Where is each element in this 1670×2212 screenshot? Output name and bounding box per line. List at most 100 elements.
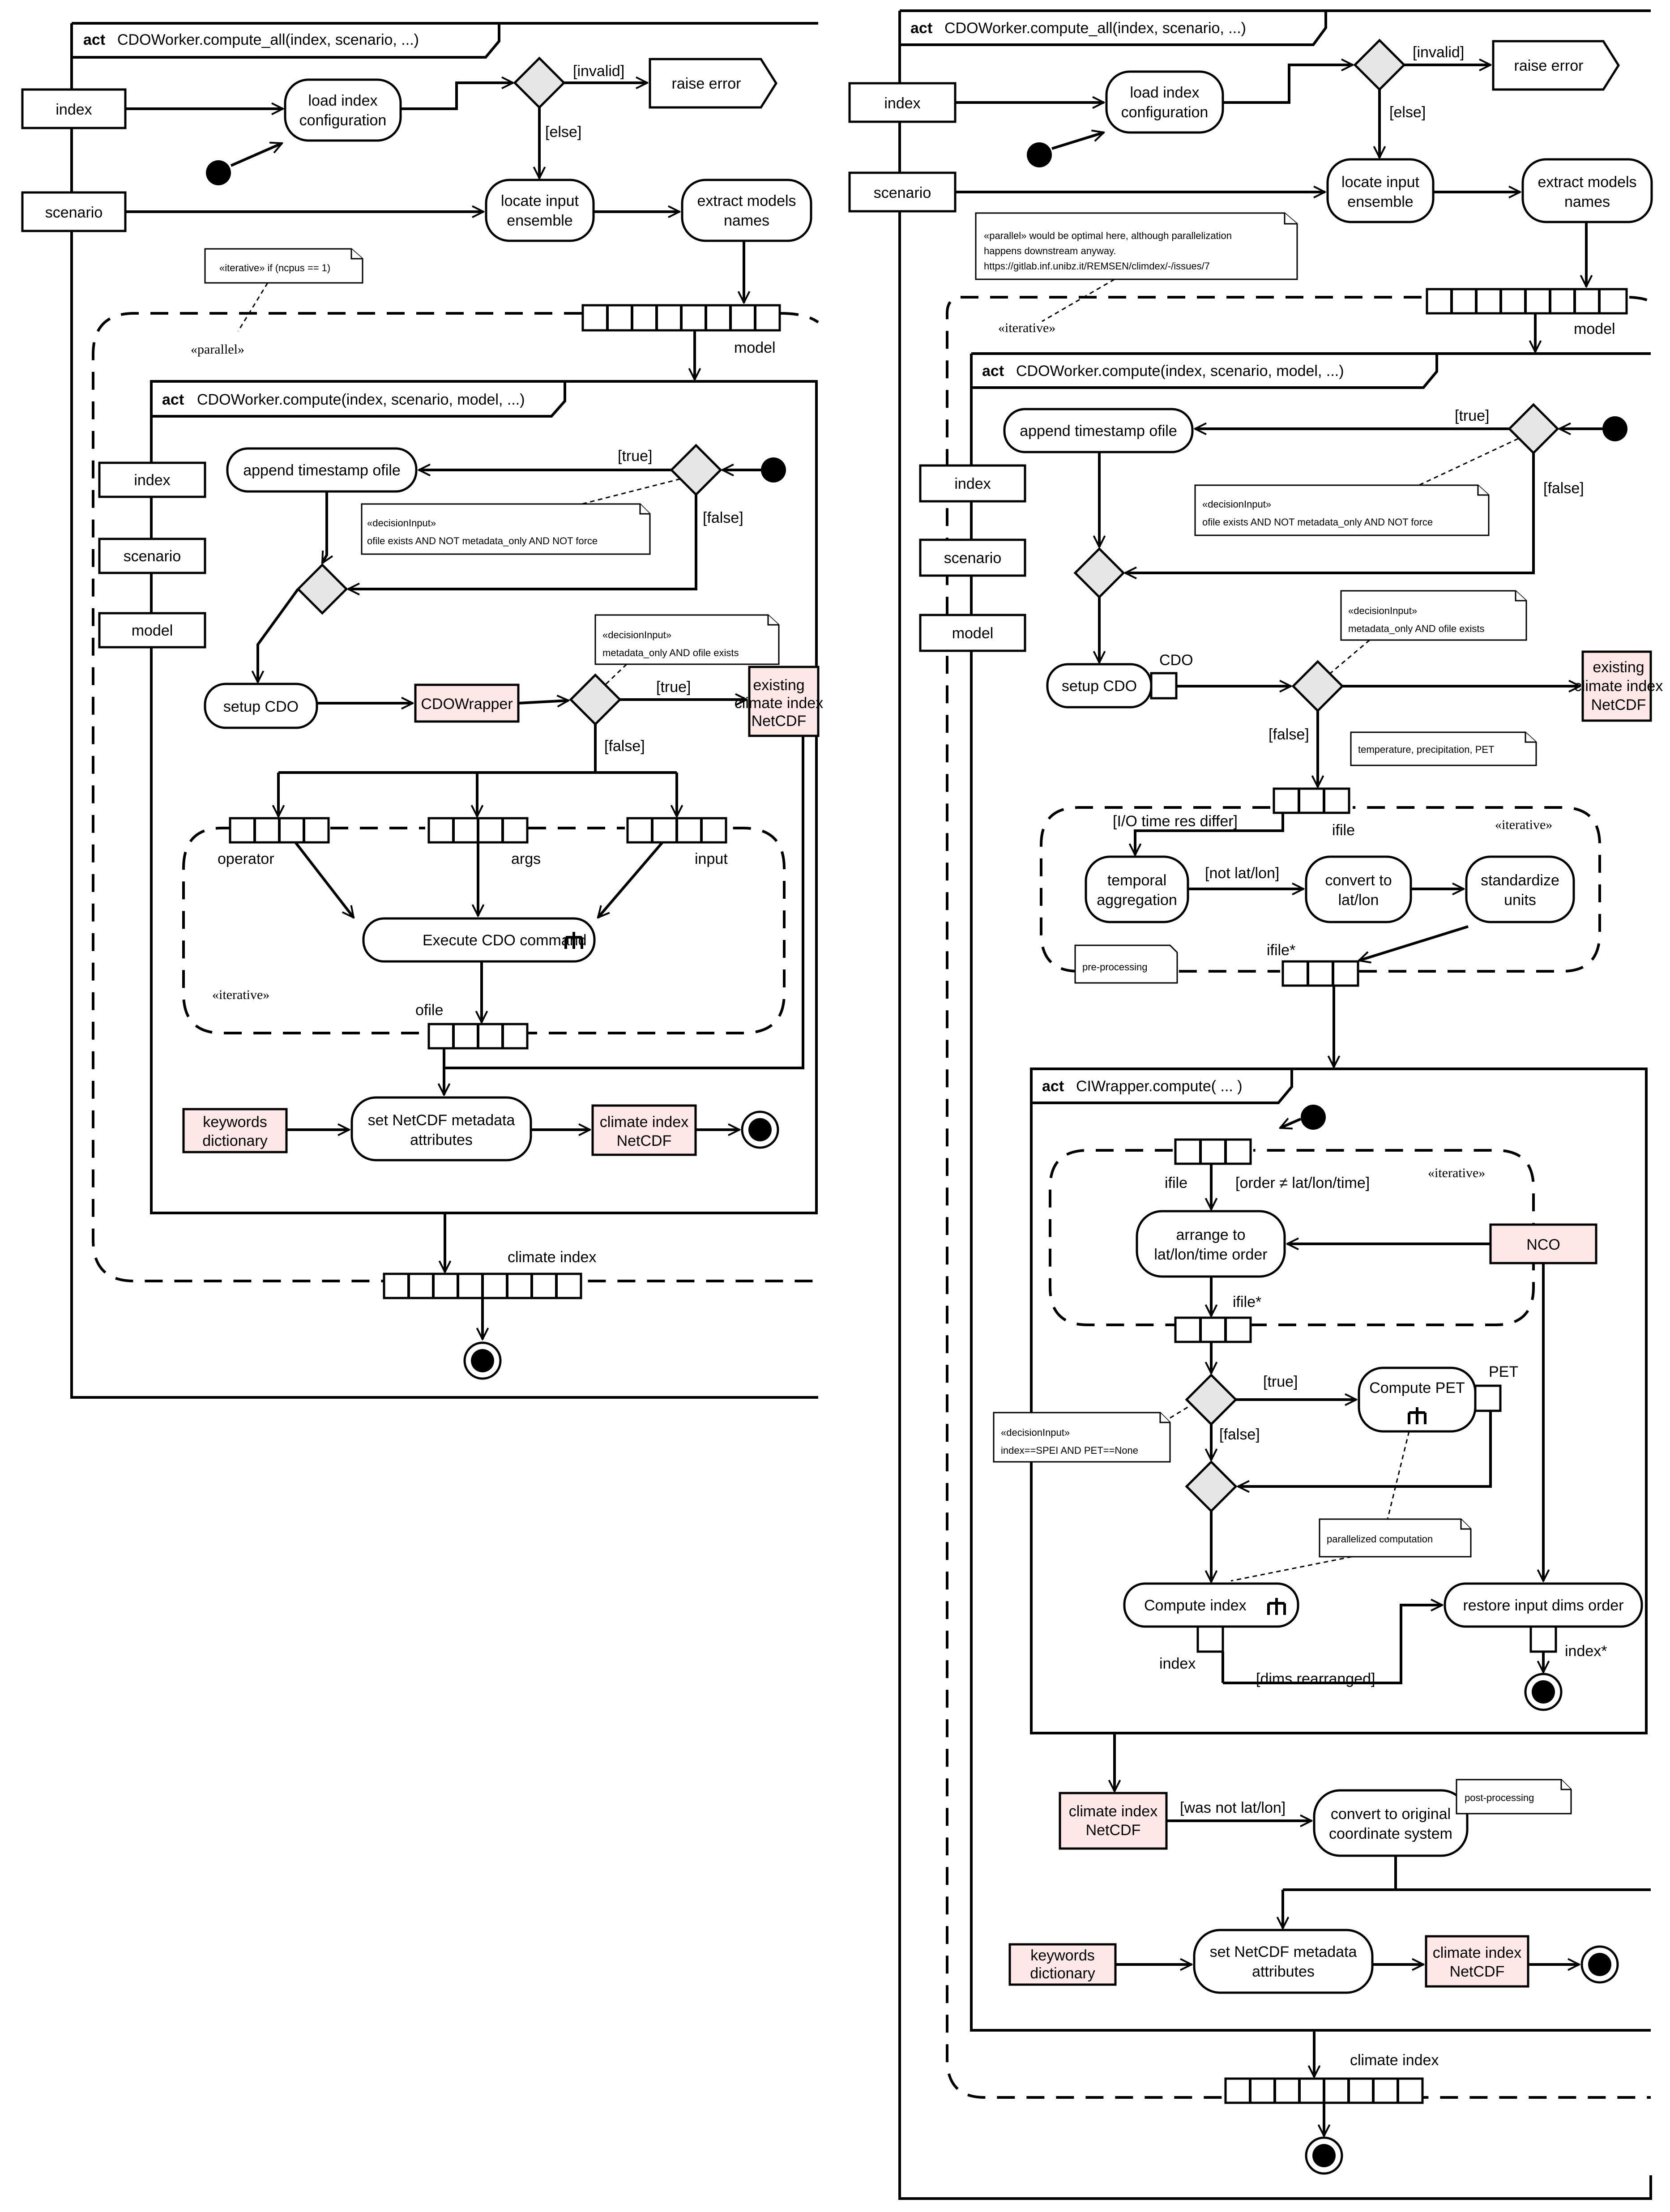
right-ifile-star-expansion [1281, 960, 1359, 987]
right-index-star-label: index* [1565, 1643, 1607, 1660]
right-temporal-aggregation[interactable] [1085, 855, 1189, 923]
left-extract-models[interactable] [681, 179, 812, 242]
left-climate-index-netcdf [591, 1104, 697, 1156]
left-setup-cdo[interactable] [204, 683, 318, 729]
left-parallel-region [92, 312, 818, 1282]
right-input-scenario-label: scenario [874, 184, 931, 201]
right-param-index [919, 464, 1026, 503]
left-cdowrapper [414, 683, 520, 723]
left-load-config[interactable] [284, 78, 402, 142]
left-expansion-models [581, 304, 781, 332]
left-decision-ofile-exists[interactable] [670, 444, 722, 496]
right-note-decision1 [1194, 484, 1490, 536]
right-append-timestamp-label: append timestamp ofile [1020, 423, 1177, 440]
right-input-index-label: index [884, 95, 920, 112]
right-convert-latlon-l1: convert to [1325, 872, 1392, 889]
right-ciwrapper-title: CIWrapper.compute( ... ) [1076, 1078, 1243, 1095]
left-setup-cdo-label: setup CDO [223, 698, 299, 715]
right-guard-true-1: [true] [1455, 407, 1489, 424]
right-nco [1489, 1223, 1597, 1264]
right-guard-io: [I/O time res differ] [1113, 813, 1238, 830]
left-locate-l1: locate input [501, 192, 579, 209]
right-decision-metadata-only[interactable] [1291, 660, 1344, 713]
right-iterative-region [946, 296, 1651, 2099]
left-decision-metadata-only[interactable] [569, 673, 622, 726]
right-note-decision2 [1340, 590, 1527, 641]
right-load-config[interactable] [1105, 70, 1224, 134]
right-set-metadata[interactable] [1193, 1929, 1374, 1994]
left-existing-l2: climate index [735, 695, 823, 712]
right-param-model-label: model [952, 625, 994, 642]
right-note-parallelized-text: parallelized computation [1327, 1533, 1433, 1545]
left-decision-valid[interactable] [513, 56, 566, 109]
right-decision-ofile-exists[interactable] [1508, 403, 1559, 455]
left-set-metadata-l1: set NetCDF metadata [368, 1112, 515, 1129]
left-frame-title: CDOWorker.compute_all(index, scenario, .… [117, 31, 419, 48]
left-param-model [98, 612, 206, 649]
right-convert-original-l2: coordinate system [1329, 1825, 1452, 1842]
left-outer-frame [70, 22, 818, 1399]
left-set-metadata[interactable] [350, 1096, 532, 1162]
left-note-decision2 [594, 614, 780, 665]
right-guard-false-1: [false] [1543, 480, 1584, 497]
right-convert-original[interactable] [1313, 1789, 1469, 1857]
right-model-pin: model [1574, 320, 1615, 337]
right-locate-input[interactable] [1326, 158, 1435, 223]
right-note-preprocessing [1074, 944, 1178, 984]
right-note-decision3-l1: «decisionInput» [1001, 1427, 1070, 1438]
right-note-postprocessing [1456, 1779, 1572, 1815]
left-locate-l2: ensemble [507, 212, 572, 229]
right-extract-models[interactable] [1521, 158, 1653, 223]
left-existing-netcdf [748, 666, 820, 737]
right-locate-l1: locate input [1341, 174, 1419, 191]
right-guard-invalid: [invalid] [1413, 44, 1464, 61]
right-restore-dims-label: restore input dims order [1463, 1597, 1623, 1614]
left-note-iterative-text: «iterative» if (ncpus == 1) [219, 262, 330, 273]
right-standardize-l2: units [1504, 892, 1536, 909]
right-existing-l2: climate index [1574, 678, 1663, 695]
left-append-timestamp[interactable] [226, 447, 418, 493]
right-note-parallel-l2: happens downstream anyway. [984, 245, 1116, 256]
left-note-decision1 [361, 503, 651, 555]
right-extract-l1: extract models [1538, 174, 1636, 191]
left-raise-error[interactable] [649, 58, 777, 109]
right-inner-initial [1602, 416, 1627, 441]
left-input-scenario-label: scenario [45, 204, 103, 221]
right-guard-dims: [dims rearranged] [1256, 1670, 1375, 1687]
right-decision-valid[interactable] [1353, 38, 1406, 91]
left-pin-args: args [511, 850, 541, 867]
right-raise-error[interactable] [1492, 40, 1620, 91]
left-locate-input[interactable] [485, 179, 595, 242]
left-note-decision1-l1: «decisionInput» [367, 517, 436, 529]
right-act-keyword: act [910, 20, 932, 37]
left-inner-frame [150, 380, 818, 1214]
right-climate-index-pin: climate index [1350, 2052, 1439, 2069]
right-existing-netcdf [1581, 650, 1652, 722]
right-standardize-units[interactable] [1465, 855, 1575, 923]
left-execute-cdo[interactable] [362, 917, 596, 963]
right-ci-ifile-expansion [1174, 1138, 1252, 1165]
left-inner-title: CDOWorker.compute(index, scenario, model… [197, 391, 525, 408]
right-temporal-l1: temporal [1107, 872, 1166, 889]
left-existing-l1: existing [753, 677, 804, 694]
right-keywords-l1: keywords [1030, 1947, 1095, 1964]
left-load-config-l2: configuration [299, 112, 387, 129]
right-ci-ifile-star-expansion [1174, 1316, 1252, 1343]
left-climate-index-pin: climate index [508, 1249, 596, 1266]
right-note-parallel [975, 212, 1298, 280]
left-raise-error-label: raise error [672, 75, 741, 92]
right-convert-latlon[interactable] [1305, 855, 1412, 923]
left-frame-tab [72, 23, 500, 59]
left-param-index [98, 461, 206, 498]
right-initial-node [1027, 142, 1052, 167]
right-inner-title: CDOWorker.compute(index, scenario, model… [1016, 363, 1344, 380]
right-load-config-l1: load index [1130, 84, 1199, 101]
left-guard-invalid: [invalid] [573, 63, 624, 80]
left-extract-l2: names [724, 212, 769, 229]
right-arrange-order[interactable] [1136, 1210, 1286, 1278]
left-input-scenario[interactable] [21, 191, 127, 232]
right-set-metadata-l2: attributes [1252, 1963, 1315, 1980]
right-decision-pet[interactable] [1185, 1373, 1238, 1426]
left-set-metadata-l2: attributes [410, 1132, 473, 1149]
left-input-index[interactable] [21, 88, 127, 129]
